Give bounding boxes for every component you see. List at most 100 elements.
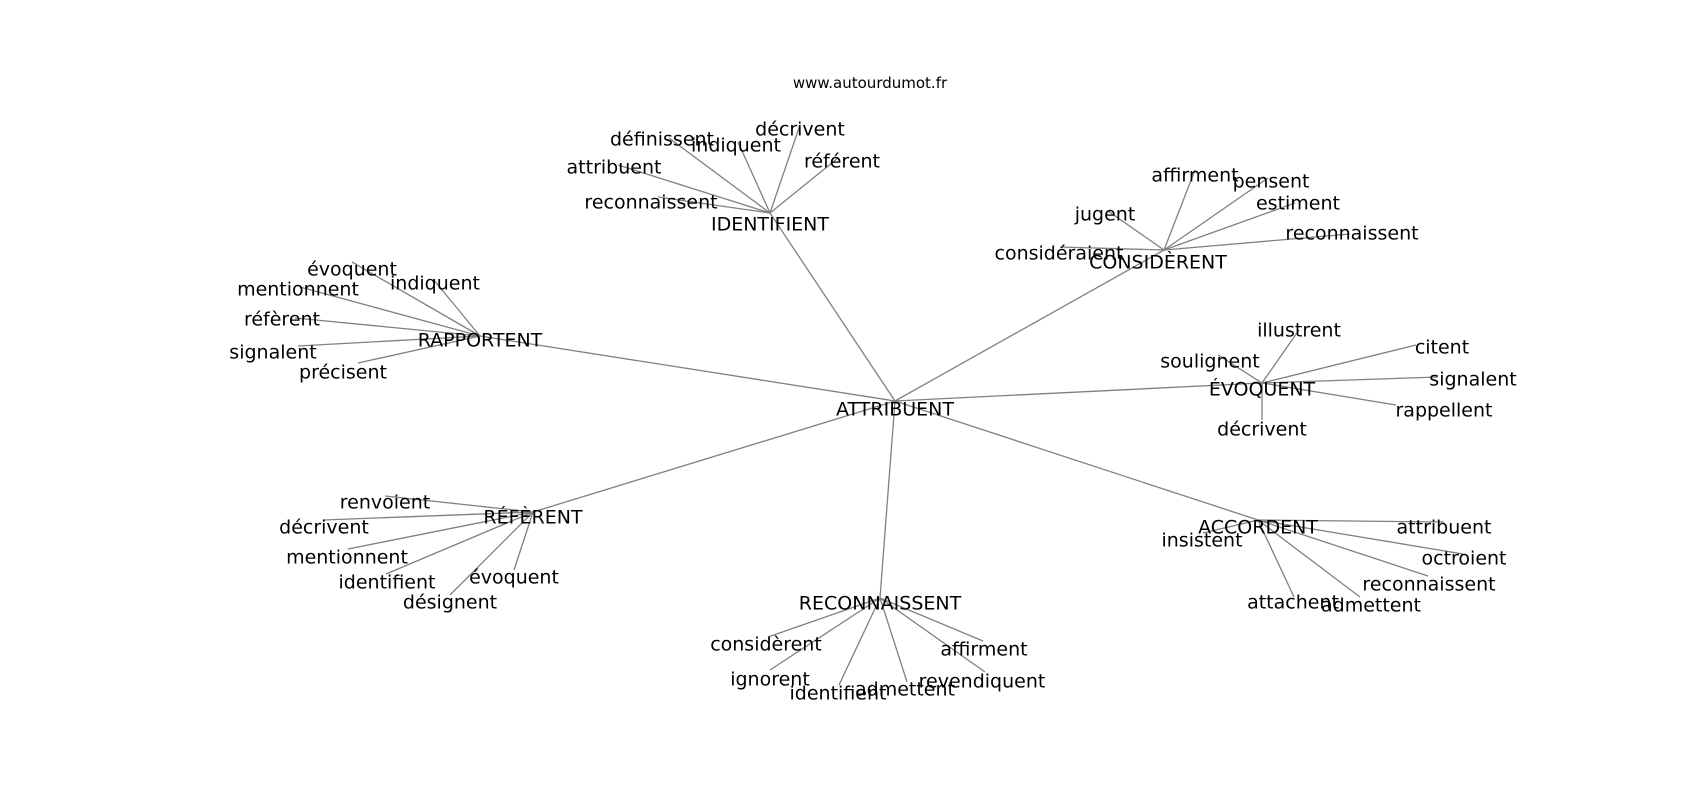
leaf-node: désignent (403, 592, 497, 614)
leaf-node: évoquent (307, 259, 397, 281)
edge (1202, 519, 1259, 534)
edge (838, 597, 881, 686)
leaf-node: reconnaissent (1362, 574, 1495, 596)
edge (769, 124, 801, 214)
edge (1257, 519, 1464, 555)
leaf-node: affirment (940, 639, 1027, 661)
edge (879, 597, 986, 673)
leaf-node: renvoient (340, 492, 430, 514)
leaf-node: indiquent (390, 273, 480, 295)
edge (1163, 177, 1269, 251)
edge (769, 157, 839, 214)
leaf-node: soulignent (1160, 351, 1259, 373)
root-node: ATTRIBUENT (836, 399, 954, 421)
leaf-node: attachent (1247, 592, 1339, 614)
edge (385, 511, 534, 575)
edge (384, 495, 534, 513)
word-labels: ATTRIBUENTdéfinissentindiquentdécriventa… (229, 119, 1516, 705)
edge (1107, 210, 1165, 251)
edge (347, 511, 534, 550)
edge (1261, 344, 1417, 384)
edge (1217, 354, 1263, 384)
edge (432, 278, 481, 337)
leaf-node: admettent (1321, 595, 1421, 617)
edge (879, 597, 984, 642)
leaf-node: attribuent (567, 157, 662, 179)
branch-node: ACCORDENT (1198, 517, 1318, 539)
edge (617, 164, 771, 214)
edge (769, 212, 896, 402)
leaf-node: considéraient (995, 243, 1124, 265)
leaf-node: décrivent (1217, 419, 1307, 441)
leaf-node: octroient (1422, 548, 1507, 570)
website-label: www.autourdumot.fr (793, 74, 948, 92)
leaf-node: ignorent (730, 669, 810, 691)
edge (879, 400, 896, 599)
edge (294, 317, 481, 337)
leaf-node: considèrent (710, 634, 822, 656)
edge (479, 335, 896, 402)
edge (894, 382, 1263, 402)
edge (1261, 376, 1439, 384)
leaf-node: reconnaissent (584, 192, 717, 214)
edge (1257, 519, 1361, 598)
leaf-node: identifient (339, 572, 436, 594)
edge (1257, 519, 1429, 577)
edge (297, 335, 481, 347)
edge (532, 400, 896, 513)
leaf-node: affirment (1151, 165, 1238, 187)
branch-node: ÉVOQUENT (1209, 378, 1316, 401)
edge (299, 286, 481, 337)
edge (879, 597, 908, 683)
leaf-node: jugent (1074, 204, 1136, 226)
leaf-node: réfèrent (244, 309, 320, 331)
leaf-node: référent (804, 151, 880, 173)
edge (323, 511, 534, 521)
leaf-node: précisent (299, 362, 387, 384)
edge (1059, 246, 1165, 251)
edge (668, 137, 771, 214)
leaf-node: insistent (1161, 530, 1242, 552)
edge (1257, 519, 1295, 598)
leaf-node: définissent (610, 129, 714, 151)
leaf-node: revendiquent (919, 671, 1046, 693)
leaf-node: citent (1415, 337, 1469, 359)
edge (1257, 519, 1445, 523)
edge (1261, 329, 1300, 384)
leaf-node: mentionnent (237, 279, 359, 301)
branch-node: RÉFÈRENT (483, 506, 583, 529)
leaf-node: décrivent (279, 517, 369, 539)
branch-node: RECONNAISSENT (799, 593, 962, 615)
edge (767, 597, 881, 638)
leaf-node: estiment (1256, 193, 1340, 215)
edge (894, 400, 1259, 521)
leaf-node: évoquent (469, 567, 559, 589)
edge (769, 597, 881, 671)
branch-node: RAPPORTENT (418, 330, 543, 352)
edge (357, 335, 481, 364)
edge (449, 511, 534, 596)
leaf-node: pensent (1233, 171, 1310, 193)
branch-node: CONSIDÈRENT (1089, 251, 1227, 274)
edge (1163, 202, 1296, 251)
leaf-node: identifient (790, 683, 887, 705)
edge (351, 261, 481, 337)
leaf-node: décrivent (755, 119, 845, 141)
edge (894, 249, 1165, 402)
leaf-node: attribuent (1397, 517, 1492, 539)
edge (513, 511, 534, 571)
leaf-node: mentionnent (286, 547, 408, 569)
leaf-node: indiquent (691, 135, 781, 157)
leaf-node: signalent (229, 342, 316, 364)
edge (1163, 169, 1196, 251)
leaf-node: admettent (855, 679, 955, 701)
edge (1261, 382, 1397, 406)
edge (657, 196, 771, 214)
branch-node: IDENTIFIENT (711, 214, 829, 236)
edge (737, 141, 771, 214)
leaf-node: signalent (1429, 369, 1516, 391)
leaf-node: illustrent (1257, 320, 1341, 342)
edges (294, 124, 1464, 686)
leaf-node: reconnaissent (1285, 223, 1418, 245)
